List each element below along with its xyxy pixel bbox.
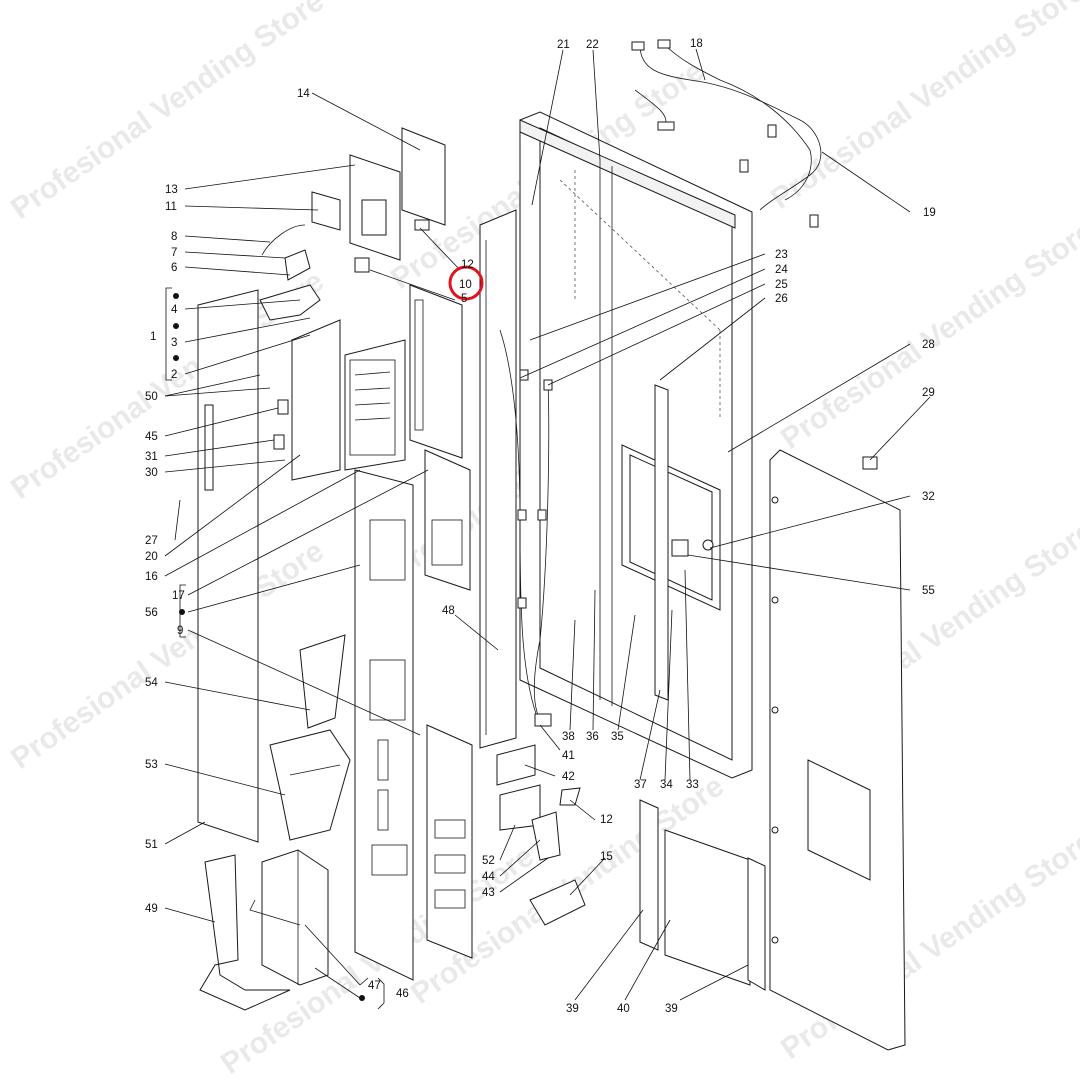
callout-38: 38 [562,731,575,743]
front-column-part [354,449,473,981]
callout-28: 28 [922,339,935,351]
callout-39-left: 39 [566,1003,579,1015]
watermark-text: Profesional Vending Store [775,215,1080,456]
coin-module-panel-part [291,284,463,481]
callout-34: 34 [660,779,673,791]
control-board-part [496,744,581,861]
vertical-bar-part [654,384,714,701]
callout-54: 54 [145,677,158,689]
callout-47: 47 [368,980,381,992]
callout-49: 49 [145,903,158,915]
callout-16: 16 [145,571,158,583]
callout-48: 48 [442,605,455,617]
callout-36: 36 [586,731,599,743]
top-cable-part [631,39,822,228]
callout-31: 31 [145,451,158,463]
callout-33: 33 [686,779,699,791]
callout-55: 55 [922,585,935,597]
callout-26: 26 [775,293,788,305]
callout-1: 1 [150,331,156,343]
callout-3: 3 [171,337,177,349]
callout-29: 29 [922,387,935,399]
callout-12-upper: 12 [461,259,474,271]
callout-39-right: 39 [665,1003,678,1015]
rear-panel-part [769,449,906,1051]
callout-41: 41 [562,750,575,762]
callout-37: 37 [634,779,647,791]
callout-46: 46 [396,988,409,1000]
callout-5: 5 [461,293,467,305]
callout-17: 17 [172,590,185,602]
watermark-text: Profesional Vending Store [765,0,1080,216]
side-bars-part [639,799,766,991]
callout-9: 9 [177,625,183,637]
callout-14: 14 [297,88,310,100]
callout-15: 15 [600,851,613,863]
callout-44: 44 [482,871,495,883]
callout-35: 35 [611,731,624,743]
callout-7: 7 [171,247,177,259]
callout-11: 11 [165,201,177,213]
callout-25: 25 [775,279,788,291]
callout-19: 19 [923,207,936,219]
bracket-part [199,854,291,1011]
highlight-ring [448,265,484,301]
left-panel-part [197,289,259,843]
callout-23: 23 [775,249,788,261]
watermark-text: Profesional Vending Store [5,535,330,776]
callout-27: 27 [145,535,158,547]
callout-13: 13 [165,184,178,196]
callout-42: 42 [562,771,575,783]
keypad-module-part [311,127,446,261]
callout-8: 8 [171,231,177,243]
group-brackets [165,287,385,1010]
callout-50: 50 [145,391,158,403]
callout-labels: 14 13 11 8 7 6 4 1 3 2 50 45 31 30 27 20… [145,38,936,1015]
door-frame-part [519,111,753,779]
callout-21: 21 [557,39,570,51]
cash-box-part [249,849,329,986]
callout-56: 56 [145,607,158,619]
callout-32: 32 [922,491,935,503]
callout-6: 6 [171,262,177,274]
callout-53: 53 [145,759,158,771]
chute-part [299,634,346,729]
callout-10: 10 [459,279,472,291]
callout-43: 43 [482,887,495,899]
callout-24: 24 [775,264,788,276]
callout-51: 51 [145,839,158,851]
callout-45: 45 [145,431,158,443]
callout-2: 2 [171,369,177,381]
callout-18: 18 [690,38,703,50]
leader-lines [164,48,931,1001]
callout-4: 4 [171,304,178,316]
callout-20: 20 [145,551,158,563]
callout-52: 52 [482,855,495,867]
callout-40: 40 [617,1003,630,1015]
callout-12-lower: 12 [600,814,613,826]
small-parts-part [259,219,430,450]
hopper-part [269,729,351,841]
callout-30: 30 [145,467,158,479]
center-panel-part [479,209,517,749]
tray-part [529,879,586,926]
callout-22: 22 [586,39,599,51]
